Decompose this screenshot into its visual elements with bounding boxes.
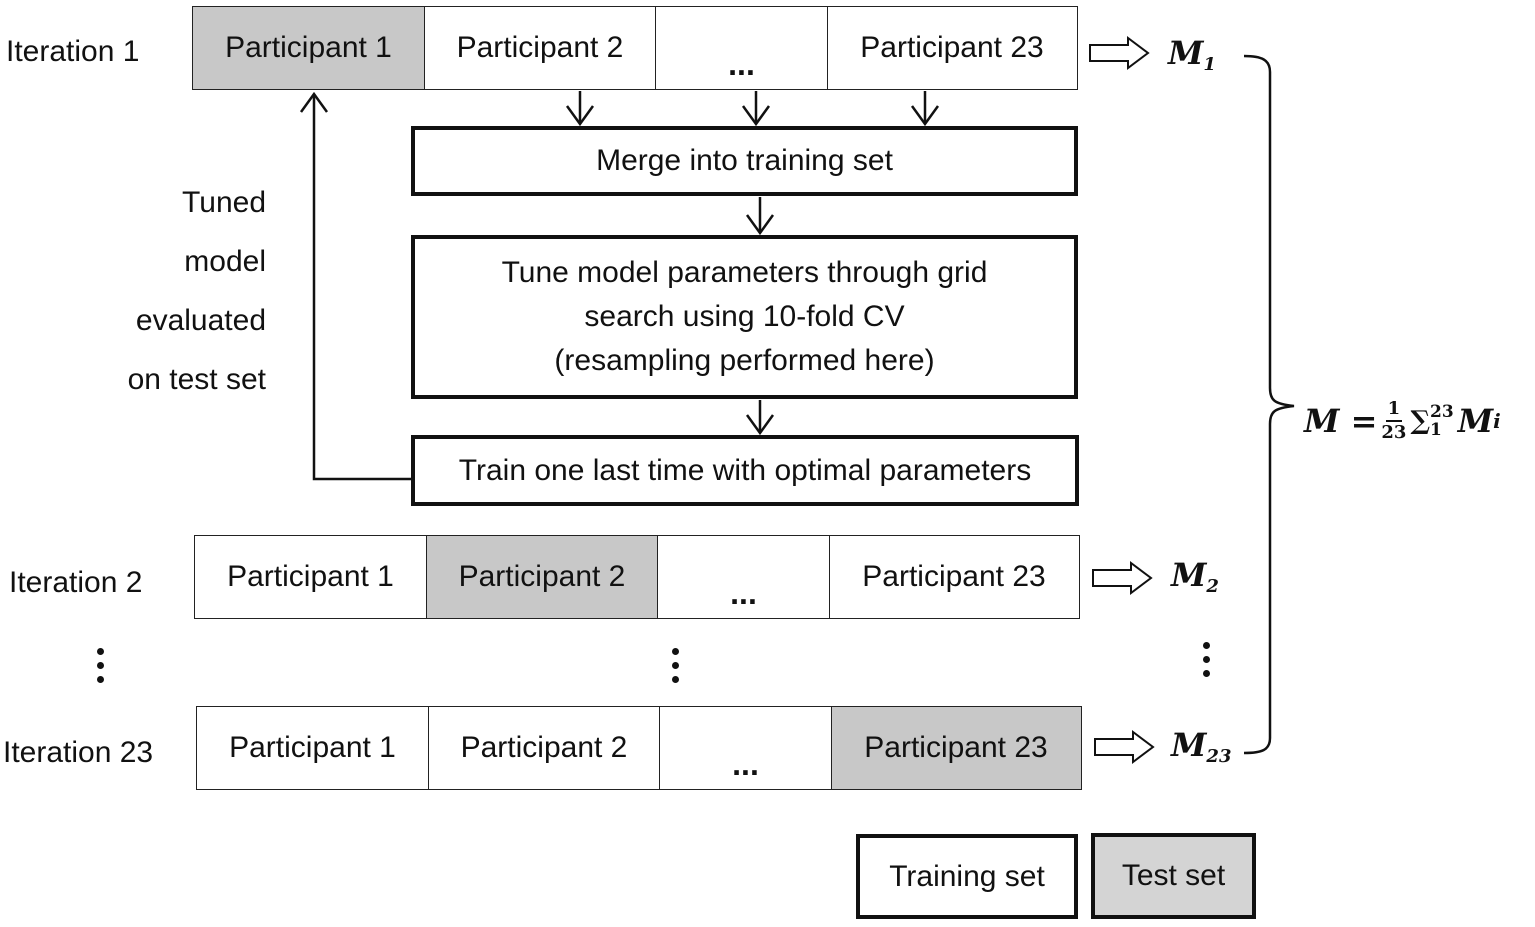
iteration-1-label: Iteration 1 — [6, 35, 140, 68]
participant-cell: Participant 2 — [427, 706, 661, 790]
right-arrow-icon — [1094, 730, 1155, 764]
train-label: Train one last time with optimal paramet… — [458, 453, 1032, 487]
vertical-ellipsis-right — [1203, 642, 1211, 684]
right-arrow-icon — [1092, 561, 1153, 595]
feedback-arrow-icon — [299, 91, 411, 481]
down-arrow-icon — [565, 91, 595, 127]
ellipsis-cell: ... — [659, 706, 832, 790]
merge-box: Merge into training set — [411, 126, 1078, 196]
participant-cell: Participant 23 — [826, 6, 1078, 90]
tune-line-3: (resampling performed here) — [554, 344, 935, 377]
vertical-ellipsis-center — [672, 648, 680, 690]
tuned-line-2: model — [184, 245, 266, 278]
model-label-1: M1 — [1168, 34, 1216, 75]
down-arrow-icon — [745, 400, 775, 436]
model-label-23: M23 — [1171, 726, 1232, 767]
tuned-line-4: on test set — [127, 363, 266, 396]
right-arrow-icon — [1089, 36, 1150, 70]
down-arrow-icon — [741, 91, 771, 127]
tune-line-1: Tune model parameters through grid — [501, 256, 988, 289]
tuned-model-label: Tuned model evaluated on test set — [90, 173, 266, 409]
average-formula: M = 1 23 ∑ 23 1 M i — [1304, 398, 1501, 443]
ellipsis-cell: ... — [655, 6, 828, 90]
iteration-1-row: Participant 1 Participant 2 ... Particip… — [192, 6, 1078, 90]
tuned-line-3: evaluated — [135, 304, 266, 337]
model-label-2: M2 — [1171, 556, 1219, 597]
brace-icon — [1243, 54, 1295, 755]
tune-box: Tune model parameters through grid searc… — [411, 235, 1078, 399]
participant-cell: Participant 1 — [194, 535, 427, 619]
tune-line-2: search using 10-fold CV — [584, 300, 905, 333]
ellipsis-cell: ... — [657, 535, 830, 619]
fraction: 1 23 — [1381, 398, 1407, 443]
merge-label: Merge into training set — [596, 144, 893, 177]
legend-training-set: Training set — [856, 834, 1078, 919]
iteration-2-label: Iteration 2 — [9, 566, 143, 599]
iteration-23-row: Participant 1 Participant 2 ... Particip… — [196, 706, 1082, 790]
participant-cell: Participant 23 — [828, 535, 1080, 619]
participant-cell: Participant 2 — [425, 535, 659, 619]
down-arrow-icon — [910, 91, 940, 127]
participant-cell: Participant 23 — [830, 706, 1082, 790]
iteration-23-label: Iteration 23 — [3, 736, 154, 769]
iteration-2-row: Participant 1 Participant 2 ... Particip… — [194, 535, 1080, 619]
participant-cell: Participant 2 — [423, 6, 657, 90]
legend-test-set: Test set — [1091, 833, 1256, 919]
vertical-ellipsis-left — [97, 648, 105, 690]
train-box: Train one last time with optimal paramet… — [411, 435, 1079, 506]
participant-cell: Participant 1 — [196, 706, 429, 790]
tuned-line-1: Tuned — [182, 186, 266, 219]
down-arrow-icon — [745, 197, 775, 236]
